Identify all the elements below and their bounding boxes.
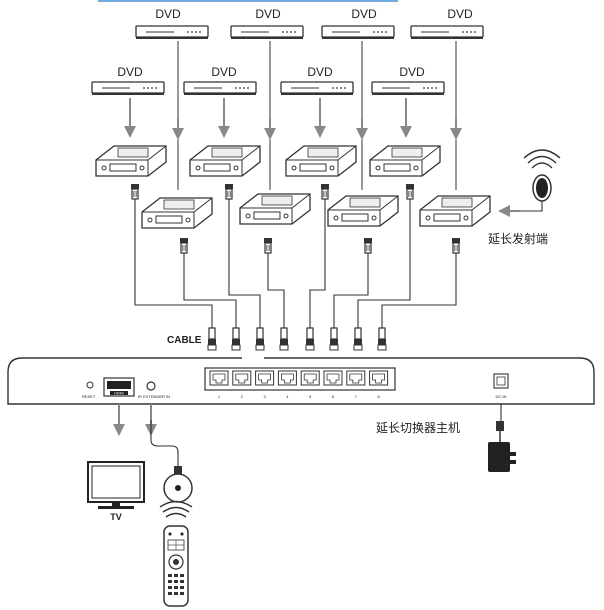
extender-unit bbox=[239, 193, 311, 225]
dvd-label: DVD bbox=[307, 65, 333, 79]
dc-in-label: DC IN bbox=[496, 394, 507, 399]
rj45-port: 6 bbox=[323, 370, 343, 399]
rj45-connector bbox=[329, 327, 339, 351]
dvd-label: DVD bbox=[351, 7, 377, 21]
rj45-connector bbox=[130, 183, 140, 200]
rj45-connector bbox=[279, 327, 289, 351]
dvd-feed-arrows bbox=[124, 41, 462, 190]
dvd-top-3: DVD bbox=[321, 7, 395, 40]
port-number: 8 bbox=[377, 394, 380, 399]
dvd-label: DVD bbox=[255, 7, 281, 21]
switch-host: RESET HDMI IR EXTENDER IN 1 2 3 4 5 6 7 8 DC IN bbox=[7, 355, 595, 405]
extender-unit bbox=[141, 197, 213, 229]
rj45-connector bbox=[263, 237, 273, 254]
dvd-mid-2: DVD bbox=[183, 65, 257, 96]
port-number: 6 bbox=[332, 394, 335, 399]
rj45-port: 2 bbox=[232, 370, 252, 399]
ir-receiver-icon bbox=[163, 473, 193, 503]
rj45-port: 5 bbox=[300, 370, 320, 399]
port-number: 7 bbox=[355, 394, 358, 399]
dvd-mid-1: DVD bbox=[91, 65, 165, 96]
output-arrows bbox=[113, 404, 157, 436]
tv-icon bbox=[87, 461, 145, 509]
header-accent bbox=[98, 0, 398, 2]
port-number: 3 bbox=[263, 394, 266, 399]
rj45-port: 8 bbox=[369, 370, 389, 399]
remote-control-icon bbox=[159, 500, 193, 607]
rj45-connector bbox=[231, 327, 241, 351]
dvd-mid-3: DVD bbox=[280, 65, 354, 96]
hdmi-label: HDMI bbox=[114, 391, 123, 395]
cat-cables bbox=[134, 199, 457, 328]
rj45-connector bbox=[353, 327, 363, 351]
dc-in-port bbox=[493, 373, 509, 389]
cable-label: CABLE bbox=[167, 335, 202, 346]
extender-unit bbox=[419, 195, 491, 227]
rj45-connector bbox=[255, 327, 265, 351]
rj45-connector bbox=[377, 327, 387, 351]
extender-unit bbox=[95, 145, 167, 177]
dvd-label: DVD bbox=[399, 65, 425, 79]
extender-unit bbox=[285, 145, 357, 177]
rj45-connector bbox=[405, 183, 415, 200]
dvd-top-2: DVD bbox=[230, 7, 304, 40]
ir-ext-label: IR EXTENDER IN bbox=[138, 394, 170, 399]
rj45-connector bbox=[179, 237, 189, 254]
extender-unit bbox=[327, 195, 399, 227]
rj45-port: 4 bbox=[277, 370, 297, 399]
reset-hole-icon bbox=[86, 381, 94, 389]
dvd-top-1: DVD bbox=[135, 7, 209, 40]
ir-transmitter bbox=[498, 149, 561, 217]
rj45-connector bbox=[224, 183, 234, 200]
ir-in-port bbox=[146, 381, 156, 391]
rj45-connector bbox=[207, 327, 217, 351]
power-adapter bbox=[488, 404, 516, 472]
dvd-label: DVD bbox=[447, 7, 473, 21]
dvd-label: DVD bbox=[117, 65, 143, 79]
rj45-connector bbox=[305, 327, 315, 351]
rj45-port: 1 bbox=[209, 370, 229, 399]
reset-label: RESET bbox=[82, 394, 96, 399]
dvd-mid-4: DVD bbox=[371, 65, 445, 96]
rj45-port: 7 bbox=[346, 370, 366, 399]
extender-unit bbox=[189, 145, 261, 177]
rj45-connector bbox=[363, 237, 373, 254]
dvd-label: DVD bbox=[211, 65, 237, 79]
rj45-port: 3 bbox=[255, 370, 275, 399]
rj45-ports: 1 2 3 4 5 6 7 8 bbox=[209, 370, 389, 399]
rj45-connector bbox=[320, 183, 330, 200]
tv-label: TV bbox=[110, 512, 122, 522]
port-number: 1 bbox=[218, 394, 221, 399]
switch-label: 延长切换器主机 bbox=[376, 421, 460, 435]
port-number: 4 bbox=[286, 394, 289, 399]
dvd-label: DVD bbox=[155, 7, 181, 21]
extender-unit bbox=[369, 145, 441, 177]
rj45-connector bbox=[451, 237, 461, 254]
dvd-top-4: DVD bbox=[410, 7, 484, 40]
port-number: 5 bbox=[309, 394, 312, 399]
port-number: 2 bbox=[241, 394, 244, 399]
transmitter-label: 延长发射端 bbox=[488, 231, 548, 246]
